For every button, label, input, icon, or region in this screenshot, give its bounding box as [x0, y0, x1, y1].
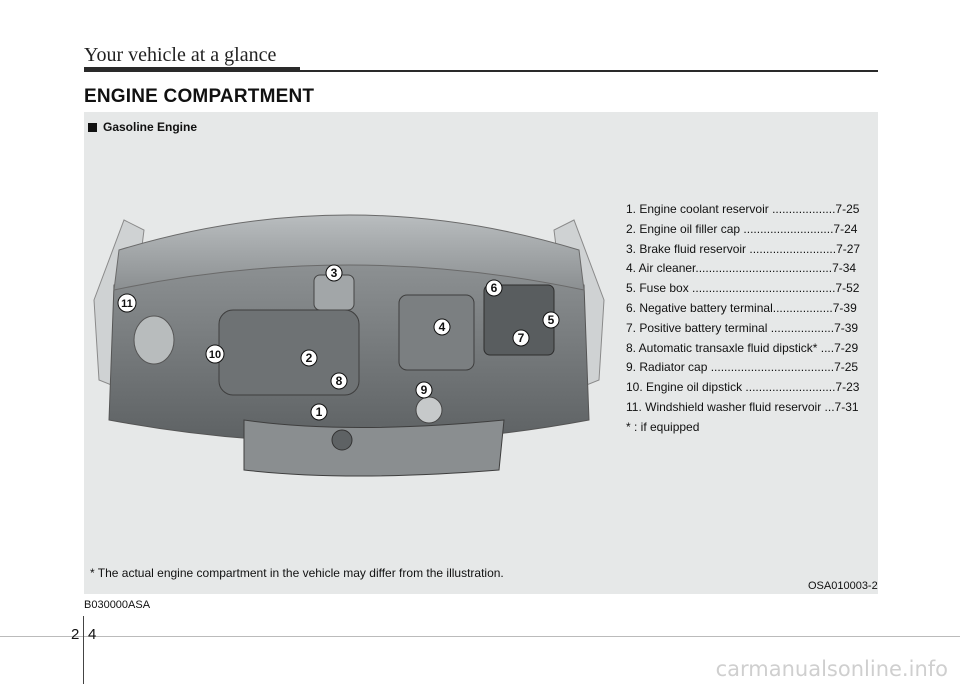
callout-6: 6	[485, 279, 503, 297]
callout-1: 1	[310, 403, 328, 421]
parts-list: 1. Engine coolant reservoir ............…	[626, 200, 872, 438]
parts-list-note: * : if equipped	[626, 419, 700, 434]
callout-8: 8	[330, 372, 348, 390]
callout-11: 11	[117, 293, 137, 313]
callout-10: 10	[205, 344, 225, 364]
parts-list-item: 1. Engine coolant reservoir ............…	[626, 202, 860, 216]
page-number-chapter: 2	[71, 626, 80, 643]
page-number-page: 4	[88, 626, 97, 643]
svg-text:5: 5	[548, 313, 555, 327]
reference-code: B030000ASA	[84, 599, 151, 611]
svg-text:1: 1	[316, 405, 323, 419]
cowl-panel	[113, 214, 585, 291]
svg-text:9: 9	[421, 383, 428, 397]
parts-list-item: 7. Positive battery terminal ...........…	[626, 320, 859, 335]
parts-list-item: 8. Automatic transaxle fluid dipstick* .…	[626, 340, 859, 355]
page-separator-line	[0, 636, 960, 637]
callout-3: 3	[325, 264, 343, 282]
header-rule-thin	[300, 70, 878, 72]
header-rule-thick	[84, 67, 300, 72]
parts-list-item: 2. Engine oil filler cap ...............…	[626, 221, 858, 236]
svg-text:2: 2	[306, 351, 313, 365]
svg-text:3: 3	[331, 266, 338, 280]
callout-4: 4	[433, 318, 451, 336]
svg-text:11: 11	[121, 298, 133, 310]
parts-list-item: 9. Radiator cap ........................…	[626, 360, 859, 375]
figure-subtitle-text: Gasoline Engine	[103, 120, 198, 134]
callout-5: 5	[542, 311, 560, 329]
svg-text:8: 8	[336, 374, 343, 388]
parts-list-item: 11. Windshield washer fluid reservoir ..…	[626, 399, 859, 414]
parts-list-item: 10. Engine oil dipstick ................…	[626, 380, 860, 395]
callout-7: 7	[512, 329, 530, 347]
callout-2: 2	[300, 349, 318, 367]
callout-9: 9	[415, 381, 433, 399]
front-bumper	[243, 419, 505, 477]
section-title: ENGINE COMPARTMENT	[84, 86, 315, 107]
watermark-text: carmanualsonline.info	[715, 657, 948, 681]
bumper-cap	[331, 429, 353, 451]
figure-footnote: * The actual engine compartment in the v…	[90, 566, 504, 580]
svg-text:6: 6	[491, 281, 498, 295]
svg-text:7: 7	[518, 331, 525, 345]
svg-text:10: 10	[209, 349, 221, 361]
figure-code: OSA010003-2	[808, 580, 878, 592]
parts-list-item: 3. Brake fluid reservoir ...............…	[626, 241, 861, 256]
chapter-title: Your vehicle at a glance	[84, 44, 277, 66]
svg-text:4: 4	[439, 320, 446, 334]
figure-subtitle: Gasoline Engine	[88, 120, 197, 134]
parts-list-item: 4. Air cleaner..........................…	[626, 261, 857, 276]
radiator-cap	[415, 396, 443, 424]
square-bullet-icon	[88, 122, 97, 132]
parts-list-item: 6. Negative battery terminal............…	[626, 300, 857, 315]
page-number-divider	[83, 616, 84, 684]
parts-list-item: 5. Fuse box ............................…	[626, 281, 860, 296]
washer-reservoir	[133, 315, 175, 365]
engine-illustration: 1 2 3 4 5 6 7 8 9 10 11	[93, 214, 605, 477]
